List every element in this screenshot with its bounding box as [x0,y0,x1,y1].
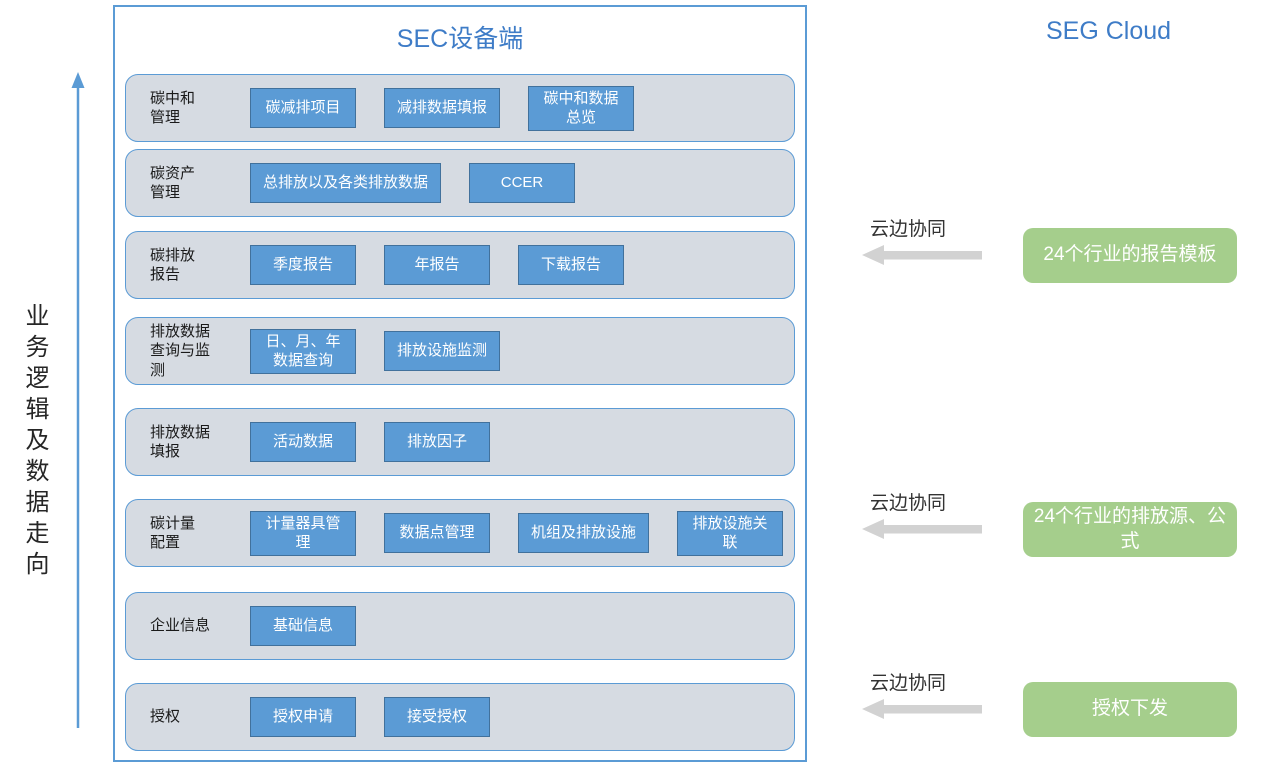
module-button[interactable]: 减排数据填报 [384,88,501,128]
module-button[interactable]: 计量器具管 理 [250,510,356,556]
cloud-resource-box: 授权下发 [1023,682,1237,737]
module-button[interactable]: 下载报告 [518,245,624,285]
module-button-group: 基础信息 [250,606,356,646]
cloud-edge-collab-label: 云边协同 [870,493,947,514]
module-button[interactable]: 数据点管理 [384,513,490,553]
module-button[interactable]: 碳减排项目 [250,88,356,128]
left-arrow-icon [862,519,982,539]
module-button[interactable]: CCER [469,163,576,203]
module-row-label: 授权 [150,708,181,726]
module-button[interactable]: 排放设施监测 [384,331,501,371]
module-button-group: 总排放以及各类排放数据 CCER [250,163,576,203]
flow-direction-arrow-icon [71,72,85,728]
cloud-edge-collab-label: 云边协同 [870,673,947,694]
module-button[interactable]: 年报告 [384,245,490,285]
module-button[interactable]: 机组及排放设施 [518,513,650,553]
module-row-label: 排放数据 填报 [150,423,211,461]
module-row-2: 碳资产 管理 总排放以及各类排放数据 CCER [125,149,795,217]
flow-direction-label: 业务逻辑及数据走向 [21,303,48,582]
module-button[interactable]: 季度报告 [250,245,356,285]
module-row-label: 企业信息 [150,617,211,635]
module-button-group: 计量器具管 理数据点管理机组及排放设施排放设施关 联 [250,510,784,556]
seg-cloud-title: SEG Cloud [1046,17,1172,45]
module-button-group: 授权申请接受授权 [250,697,490,737]
cloud-edge-collab-label: 云边协同 [870,219,947,240]
module-row-4: 排放数据 查询与监 测日、月、年 数据查询排放设施监测 [125,317,795,385]
module-row-label: 碳资产 管理 [150,164,196,202]
module-row-5: 排放数据 填报 活动数据排放因子 [125,408,795,476]
module-button[interactable]: 基础信息 [250,606,356,646]
module-button[interactable]: 日、月、年 数据查询 [250,328,356,374]
module-row-6: 碳计量 配置 计量器具管 理数据点管理机组及排放设施排放设施关 联 [125,499,795,567]
sec-device-panel: SEC设备端 碳中和 管理 碳减排项目减排数据填报碳中和数据 总览碳资产 管理 总排… [113,5,807,762]
module-button[interactable]: 总排放以及各类排放数据 [250,163,442,203]
sec-module-rows: 碳中和 管理 碳减排项目减排数据填报碳中和数据 总览碳资产 管理 总排放以及各类排放… [115,7,805,760]
cloud-collab-group-1: 云边协同 24个行业的报告模板 [862,214,1240,288]
module-button[interactable]: 排放设施关 联 [677,510,784,556]
cloud-collab-group-3: 云边协同 授权下发 [862,668,1240,742]
cloud-resource-box: 24个行业的报告模板 [1023,228,1237,283]
module-button-group: 碳减排项目减排数据填报碳中和数据 总览 [250,85,635,131]
cloud-resource-box: 24个行业的排放源、公式 [1023,502,1237,557]
module-button[interactable]: 活动数据 [250,422,356,462]
module-row-label: 碳排放 报告 [150,246,196,284]
module-button-group: 日、月、年 数据查询排放设施监测 [250,328,501,374]
module-row-7: 企业信息 基础信息 [125,592,795,660]
module-button[interactable]: 排放因子 [384,422,490,462]
module-row-label: 碳中和 管理 [150,89,196,127]
sec-panel-title: SEC设备端 [396,25,524,53]
module-button[interactable]: 碳中和数据 总览 [528,85,635,131]
module-row-1: 碳中和 管理 碳减排项目减排数据填报碳中和数据 总览 [125,74,795,142]
left-arrow-icon [862,699,982,719]
module-button[interactable]: 接受授权 [384,697,490,737]
module-row-8: 授权 授权申请接受授权 [125,683,795,751]
module-row-label: 排放数据 查询与监 测 [150,322,211,379]
cloud-collab-group-2: 云边协同 24个行业的排放源、公式 [862,488,1240,562]
module-button-group: 季度报告年报告下载报告 [250,245,624,285]
module-button[interactable]: 授权申请 [250,697,356,737]
left-arrow-icon [862,245,982,265]
module-row-3: 碳排放 报告 季度报告年报告下载报告 [125,231,795,299]
module-button-group: 活动数据排放因子 [250,422,490,462]
module-row-label: 碳计量 配置 [150,514,196,552]
